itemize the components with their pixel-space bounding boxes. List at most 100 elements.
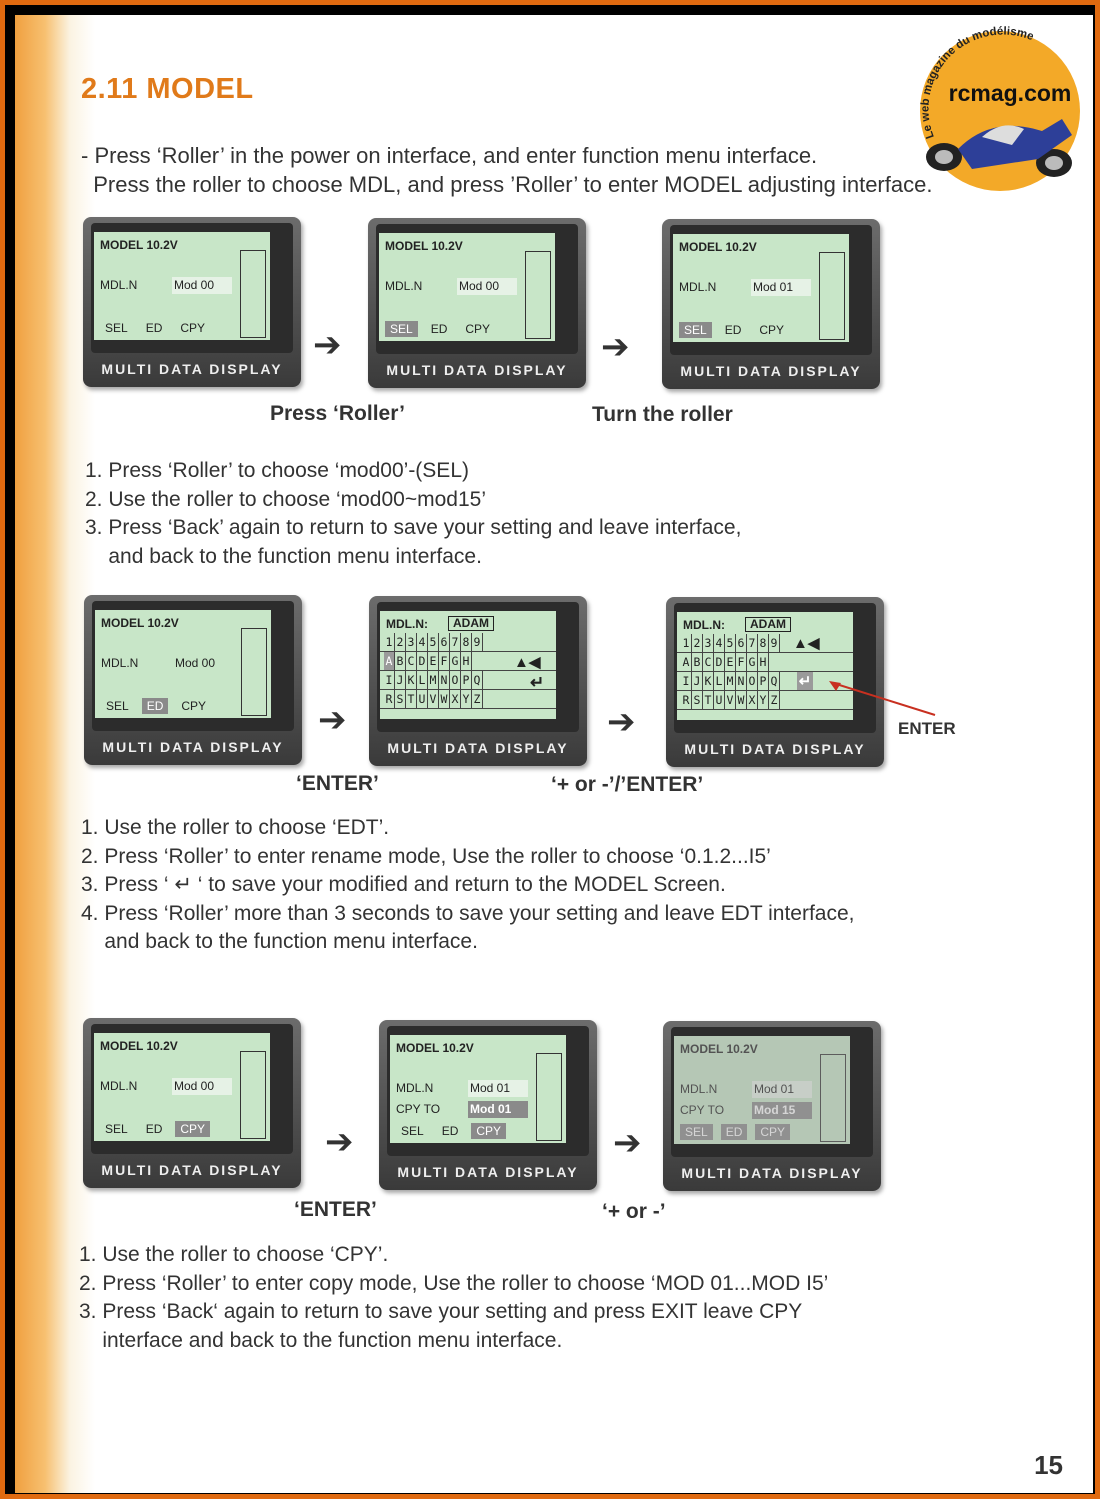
arrow-right-icon: ➔ xyxy=(325,1123,354,1161)
caption-enter: ‘ENTER’ xyxy=(294,1198,377,1221)
section-title: 2.11 MODEL xyxy=(81,73,254,105)
menu-ed: ED xyxy=(141,698,169,714)
menu-cpy: CPY xyxy=(175,1121,211,1137)
menu-cpy: CPY xyxy=(180,321,206,335)
lcd-menu: SEL ED CPY xyxy=(100,320,218,336)
intro-line-2: Press the roller to choose MDL, and pres… xyxy=(81,172,933,197)
lcd-scrollbar xyxy=(240,250,266,338)
menu-cpy: CPY xyxy=(755,1124,791,1140)
lcd-scrollbar xyxy=(240,1051,266,1139)
lcd-mdl-label: MDL.N xyxy=(385,279,423,293)
display-label: MULTI DATA DISPLAY xyxy=(387,740,569,756)
display-label: MULTI DATA DISPLAY xyxy=(681,1165,863,1181)
menu-ed: ED xyxy=(720,1124,748,1140)
step-2: 2. Press ‘Roller’ to enter rename mode, … xyxy=(81,844,771,868)
lcd-cpy-to-value: Mod 15 xyxy=(752,1102,812,1119)
menu-ed: ED xyxy=(430,322,448,336)
display-label: MULTI DATA DISPLAY xyxy=(102,739,284,755)
menu-cpy: CPY xyxy=(759,323,785,337)
menu-ed: ED xyxy=(145,321,163,335)
display-label: MULTI DATA DISPLAY xyxy=(397,1164,579,1180)
enter-key-icon: ↵ xyxy=(530,673,545,692)
lcd-mdl-value: Mod 00 xyxy=(457,278,517,295)
callout-arrow-icon xyxy=(829,681,936,716)
intro-text: - Press ‘Roller’ in the power on interfa… xyxy=(81,141,932,199)
display-label: MULTI DATA DISPLAY xyxy=(101,1162,283,1178)
lcd-mdl-value: Mod 00 xyxy=(175,656,216,670)
display-label: MULTI DATA DISPLAY xyxy=(684,741,866,757)
lcd-mdl-value: Mod 01 xyxy=(752,1081,812,1098)
display-s3-b: MODEL 10.2V MDL.N Mod 01 CPY TO Mod 01 S… xyxy=(379,1020,597,1190)
menu-ed: ED xyxy=(145,1122,163,1136)
enter-callout-label: ENTER xyxy=(898,719,956,738)
display-label: MULTI DATA DISPLAY xyxy=(386,362,568,378)
lcd-s3-c: MODEL 10.2V MDL.N Mod 01 CPY TO Mod 15 S… xyxy=(674,1036,850,1144)
menu-sel: SEL xyxy=(105,321,128,335)
lcd-mdl-label: MDL.N xyxy=(680,1082,718,1096)
lcd-mdl-value: Mod 01 xyxy=(468,1080,528,1097)
lcd-scrollbar xyxy=(525,251,551,339)
arrow-right-icon: ➔ xyxy=(607,703,636,741)
menu-sel: SEL xyxy=(679,322,712,338)
lcd-menu: SEL ED CPY xyxy=(679,322,797,338)
step-3: 3. Press ‘Back’ again to return to save … xyxy=(85,516,742,539)
step-3: 3. Press ‘ ↵ ‘ to save your modified and… xyxy=(81,873,726,896)
display-label: MULTI DATA DISPLAY xyxy=(101,361,283,377)
page-number: 15 xyxy=(1034,1450,1063,1480)
lcd-mdl-value: Mod 01 xyxy=(751,279,811,296)
caption-enter: ‘ENTER’ xyxy=(296,772,379,795)
caption-turn-roller: Turn the roller xyxy=(592,403,733,426)
lcd-mdl-label: MDL.N xyxy=(396,1081,434,1095)
lcd-rename-name: ADAM xyxy=(745,617,791,632)
step-4-cont: and back to the function menu interface. xyxy=(81,930,478,953)
lcd-mdl-label: MDL.N xyxy=(679,280,717,294)
menu-cpy: CPY xyxy=(181,699,207,713)
step-1: 1. Use the roller to choose ‘CPY’. xyxy=(79,1243,389,1266)
menu-ed: ED xyxy=(724,323,742,337)
rcmag-logo: Le web magazine du modélisme rcmag.com xyxy=(920,25,1080,191)
step-1: 1. Press ‘Roller’ to choose ‘mod00’-(SEL… xyxy=(85,459,469,482)
up-left-arrows-icon: ▲◀ xyxy=(514,654,541,671)
lcd-s3-b: MODEL 10.2V MDL.N Mod 01 CPY TO Mod 01 S… xyxy=(390,1035,566,1143)
step-4: 4. Press ‘Roller’ more than 3 seconds to… xyxy=(81,901,855,925)
lcd-header: MODEL 10.2V xyxy=(680,1042,758,1056)
menu-sel: SEL xyxy=(106,699,129,713)
lcd-header: MODEL 10.2V xyxy=(385,239,463,253)
lcd-mdl-label: MDL.N xyxy=(100,278,138,292)
display-label: MULTI DATA DISPLAY xyxy=(680,363,862,379)
lcd-scrollbar xyxy=(536,1053,562,1141)
lcd-scrollbar xyxy=(819,252,845,340)
lcd-header: MODEL 10.2V xyxy=(396,1041,474,1055)
lcd-rename-header: MDL.N: xyxy=(683,618,725,632)
lcd-mdl-label: MDL.N xyxy=(100,1079,138,1093)
arrow-right-icon: ➔ xyxy=(601,328,630,366)
lcd-rename-name: ADAM xyxy=(448,616,494,631)
logo-brand-text: rcmag.com xyxy=(949,80,1072,106)
menu-ed: ED xyxy=(441,1124,459,1138)
lcd-header: MODEL 10.2V xyxy=(100,238,178,252)
up-left-arrows-icon: ▲◀ xyxy=(793,635,820,652)
step-3: 3. Press ‘Back‘ again to return to save … xyxy=(79,1300,803,1323)
enter-key-selected-icon: ↵ xyxy=(797,672,813,690)
